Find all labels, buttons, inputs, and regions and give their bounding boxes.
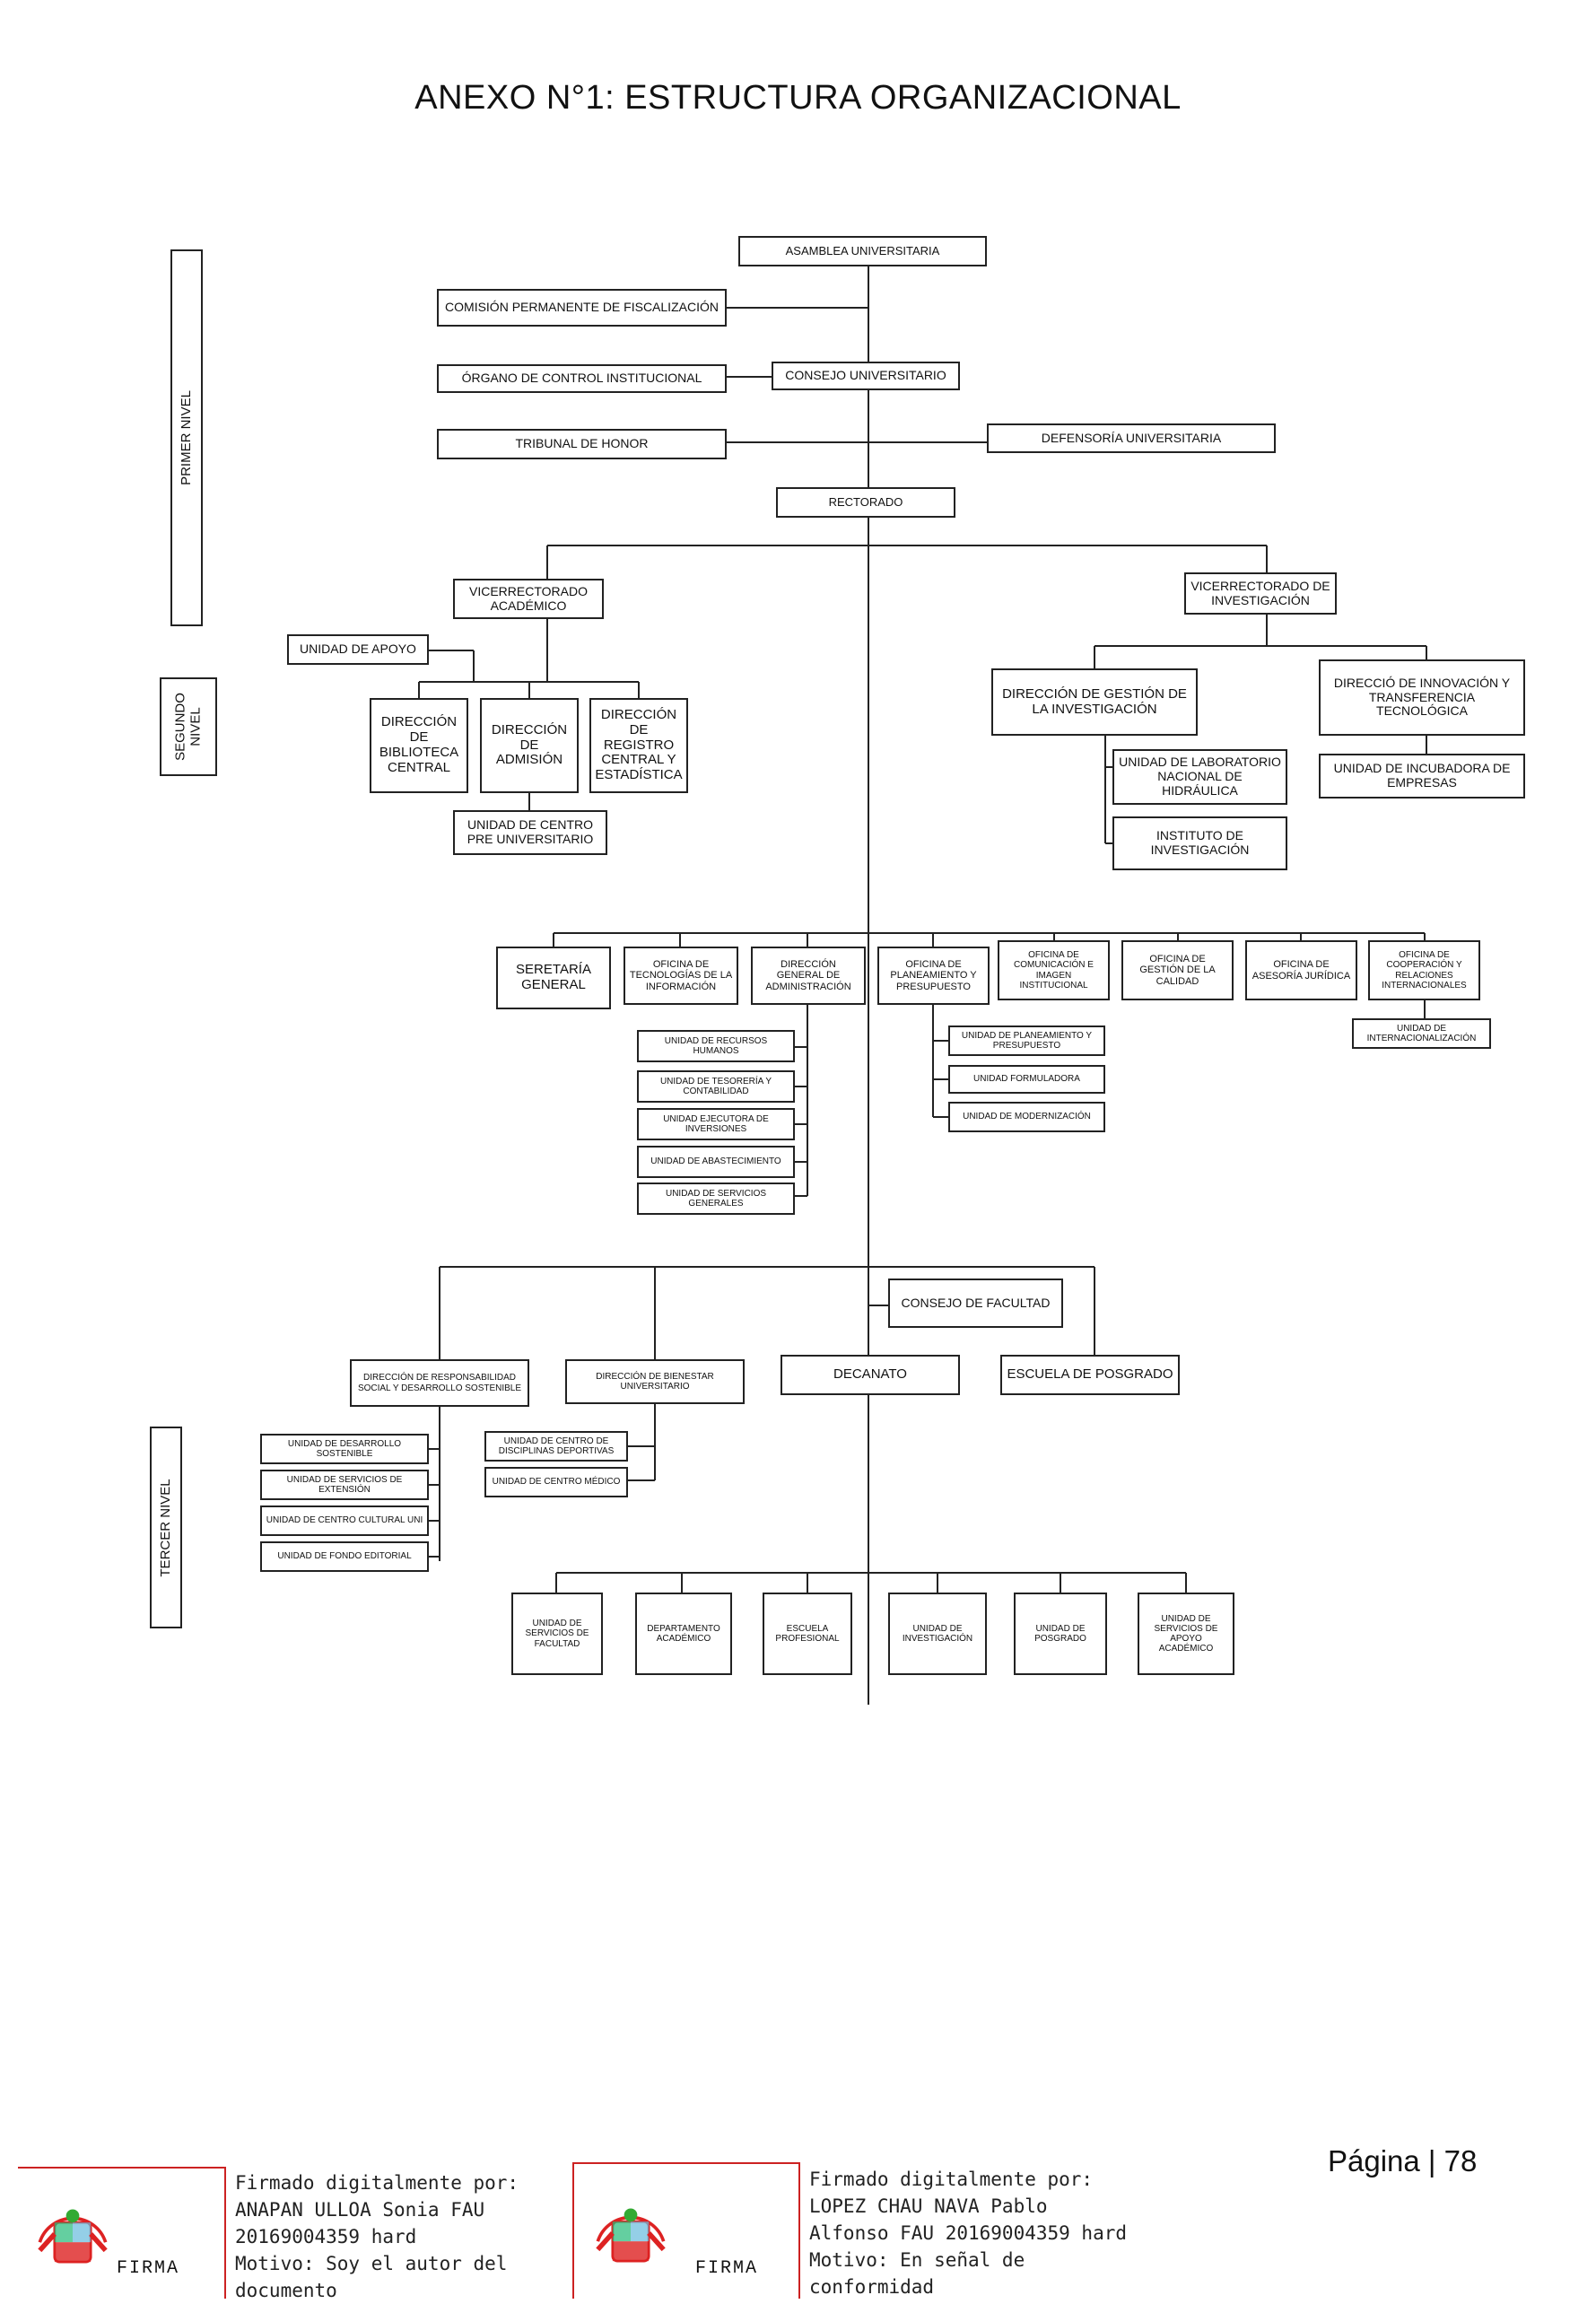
node-unidad-disciplinas-deportivas: UNIDAD DE CENTRO DE DISCIPLINAS DEPORTIV… bbox=[484, 1431, 628, 1462]
signature-text-left: Firmado digitalmente por: ANAPAN ULLOA S… bbox=[235, 2172, 519, 2301]
node-incubadora-empresas: UNIDAD DE INCUBADORA DE EMPRESAS bbox=[1319, 754, 1525, 799]
node-direccion-administracion: DIRECCIÓN GENERAL DE ADMINISTRACIÓN bbox=[751, 947, 866, 1005]
level-label-primer: PRIMER NIVEL bbox=[170, 249, 203, 626]
node-direccion-registro: DIRECCIÓN DE REGISTRO CENTRAL Y ESTADÍST… bbox=[589, 698, 688, 793]
node-escuela-posgrado: ESCUELA DE POSGRADO bbox=[1000, 1355, 1180, 1395]
node-rectorado: RECTORADO bbox=[776, 487, 955, 518]
page-title: ANEXO N°1: ESTRUCTURA ORGANIZACIONAL bbox=[414, 79, 1182, 117]
node-consejo-universitario: CONSEJO UNIVERSITARIO bbox=[772, 362, 960, 390]
node-innovacion-transferencia: DIRECCIÓ DE INNOVACIÓN Y TRANSFERENCIA T… bbox=[1319, 659, 1525, 736]
node-unidad-fondo-editorial: UNIDAD DE FONDO EDITORIAL bbox=[260, 1541, 429, 1572]
node-decanato: DECANATO bbox=[781, 1355, 960, 1395]
node-unidad-servicios-generales: UNIDAD DE SERVICIOS GENERALES bbox=[637, 1183, 795, 1215]
node-unidad-apoyo: UNIDAD DE APOYO bbox=[287, 634, 429, 665]
signature-block-left: FIRMA bbox=[18, 2167, 226, 2299]
node-vicerrectorado-academico: VICERRECTORADO ACADÉMICO bbox=[453, 579, 604, 619]
node-unidad-posgrado: UNIDAD DE POSGRADO bbox=[1014, 1593, 1107, 1675]
node-organo-control: ÓRGANO DE CONTROL INSTITUCIONAL bbox=[437, 364, 727, 393]
node-tribunal-honor: TRIBUNAL DE HONOR bbox=[437, 429, 727, 459]
node-escuela-profesional: ESCUELA PROFESIONAL bbox=[763, 1593, 852, 1675]
node-laboratorio-hidraulica: UNIDAD DE LABORATORIO NACIONAL DE HIDRÁU… bbox=[1112, 749, 1287, 805]
node-instituto-investigacion: INSTITUTO DE INVESTIGACIÓN bbox=[1112, 816, 1287, 870]
node-oficina-cooperacion: OFICINA DE COOPERACIÓN Y RELACIONES INTE… bbox=[1368, 940, 1480, 1000]
firma-label-right: FIRMA bbox=[695, 2258, 759, 2279]
node-direccion-admision: DIRECCIÓN DE ADMISIÓN bbox=[480, 698, 579, 793]
node-centro-preuniversitario: UNIDAD DE CENTRO PRE UNIVERSITARIO bbox=[453, 810, 607, 855]
node-oficina-comunicacion: OFICINA DE COMUNICACIÓN E IMAGEN INSTITU… bbox=[998, 940, 1110, 1000]
node-unidad-desarrollo-sostenible: UNIDAD DE DESARROLLO SOSTENIBLE bbox=[260, 1434, 429, 1464]
node-direccion-biblioteca: DIRECCIÓN DE BIBLIOTECA CENTRAL bbox=[370, 698, 468, 793]
firma-label-left: FIRMA bbox=[117, 2258, 180, 2279]
peru-seal-icon bbox=[38, 2209, 108, 2264]
node-departamento-academico: DEPARTAMENTO ACADÉMICO bbox=[635, 1593, 732, 1675]
page-number: Página | 78 bbox=[1328, 2144, 1478, 2177]
node-unidad-investigacion: UNIDAD DE INVESTIGACIÓN bbox=[888, 1593, 987, 1675]
node-consejo-facultad: CONSEJO DE FACULTAD bbox=[888, 1279, 1063, 1328]
node-oficina-calidad: OFICINA DE GESTIÓN DE LA CALIDAD bbox=[1121, 940, 1234, 1000]
node-unidad-tesoreria: UNIDAD DE TESORERÍA Y CONTABILIDAD bbox=[637, 1070, 795, 1103]
node-unidad-planeamiento: UNIDAD DE PLANEAMIENTO Y PRESUPUESTO bbox=[948, 1025, 1105, 1056]
node-vicerrectorado-investigacion: VICERRECTORADO DE INVESTIGACIÓN bbox=[1184, 572, 1337, 615]
node-direccion-responsabilidad-social: DIRECCIÓN DE RESPONSABILIDAD SOCIAL Y DE… bbox=[350, 1359, 529, 1407]
node-secretaria-general: SERETARÍA GENERAL bbox=[496, 947, 611, 1009]
node-unidad-ejecutora: UNIDAD EJECUTORA DE INVERSIONES bbox=[637, 1108, 795, 1140]
node-unidad-recursos-humanos: UNIDAD DE RECURSOS HUMANOS bbox=[637, 1030, 795, 1062]
node-asamblea-universitaria: ASAMBLEA UNIVERSITARIA bbox=[738, 236, 987, 266]
signature-block-right: FIRMA bbox=[572, 2162, 800, 2299]
node-unidad-centro-medico: UNIDAD DE CENTRO MÉDICO bbox=[484, 1467, 628, 1497]
node-oficina-asesoria-juridica: OFICINA DE ASESORÍA JURÍDICA bbox=[1245, 940, 1357, 1000]
node-comision-fiscalizacion: COMISIÓN PERMANENTE DE FISCALIZACIÓN bbox=[437, 289, 727, 327]
node-unidad-formuladora: UNIDAD FORMULADORA bbox=[948, 1065, 1105, 1094]
node-unidad-internacionalizacion: UNIDAD DE INTERNACIONALIZACIÓN bbox=[1352, 1018, 1491, 1049]
node-unidad-apoyo-academico: UNIDAD DE SERVICIOS DE APOYO ACADÉMICO bbox=[1138, 1593, 1234, 1675]
node-direccion-bienestar: DIRECCIÓN DE BIENESTAR UNIVERSITARIO bbox=[565, 1359, 745, 1404]
node-unidad-centro-cultural: UNIDAD DE CENTRO CULTURAL UNI bbox=[260, 1505, 429, 1536]
node-oficina-planeamiento: OFICINA DE PLANEAMIENTO Y PRESUPUESTO bbox=[877, 947, 990, 1005]
level-label-tercer: TERCER NIVEL bbox=[150, 1427, 182, 1628]
node-unidad-abastecimiento: UNIDAD DE ABASTECIMIENTO bbox=[637, 1146, 795, 1178]
level-label-segundo: SEGUNDO NIVEL bbox=[160, 677, 217, 776]
node-oficina-tecnologias: OFICINA DE TECNOLOGÍAS DE LA INFORMACIÓN bbox=[624, 947, 738, 1005]
node-unidad-servicios-facultad: UNIDAD DE SERVICIOS DE FACULTAD bbox=[511, 1593, 603, 1675]
peru-seal-icon-2 bbox=[596, 2208, 666, 2263]
node-unidad-modernizacion: UNIDAD DE MODERNIZACIÓN bbox=[948, 1102, 1105, 1132]
node-unidad-servicios-extension: UNIDAD DE SERVICIOS DE EXTENSIÓN bbox=[260, 1470, 429, 1500]
node-defensoria-universitaria: DEFENSORÍA UNIVERSITARIA bbox=[987, 423, 1276, 453]
node-gestion-investigacion: DIRECCIÓN DE GESTIÓN DE LA INVESTIGACIÓN bbox=[991, 668, 1198, 736]
signature-text-right: Firmado digitalmente por: LOPEZ CHAU NAV… bbox=[809, 2169, 1128, 2298]
